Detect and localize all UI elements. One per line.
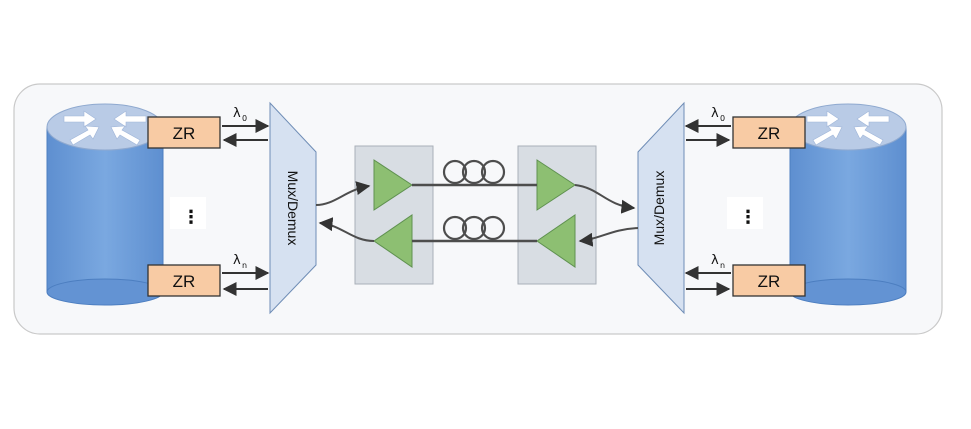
- right-router-icon: [789, 103, 907, 306]
- right-zr-top: ZR: [732, 116, 806, 149]
- arrow-left-mux-to-amp: [315, 181, 371, 206]
- lambda-subscript: n: [720, 261, 725, 270]
- left-zr-top: ZR: [147, 116, 221, 149]
- left-ellipsis-bg: [170, 197, 206, 229]
- fiber-spool-icon: [442, 159, 506, 185]
- right-amplifier-box: [517, 145, 597, 285]
- left-ellipsis: ⋮: [182, 207, 200, 228]
- amplifier-icon: [536, 214, 576, 268]
- amplifier-icon: [373, 159, 413, 211]
- lambda-label: λ: [711, 106, 719, 121]
- left-amplifier-box: [354, 145, 434, 285]
- right-ellipsis-bg: [727, 197, 763, 229]
- fiber-spool-icon: [442, 215, 506, 241]
- arrow-amp-to-right-mux: [574, 184, 636, 214]
- right-mux-demux: Mux/Demux: [637, 101, 685, 315]
- lambda-label: λ: [233, 253, 241, 268]
- zr-label: ZR: [173, 124, 196, 143]
- lambda-label: λ: [233, 106, 241, 121]
- lambda-subscript: 0: [720, 114, 725, 123]
- lambda-label: λ: [711, 253, 719, 268]
- left-zr-bottom: ZR: [147, 264, 221, 297]
- left-router-icon: [46, 103, 164, 306]
- right-zr-bottom: ZR: [732, 264, 806, 297]
- mux-label: Mux/Demux: [651, 171, 667, 246]
- arrow-right-mux-to-amp: [578, 227, 639, 247]
- lambda-subscript: n: [242, 261, 247, 270]
- background-panel: [13, 83, 943, 335]
- arrow-amp-to-left-mux: [318, 217, 375, 242]
- zr-label: ZR: [758, 124, 781, 143]
- left-mux-demux: Mux/Demux: [269, 101, 317, 315]
- mux-label: Mux/Demux: [285, 171, 301, 246]
- right-ellipsis: ⋮: [739, 207, 757, 228]
- zr-label: ZR: [173, 272, 196, 291]
- zr-label: ZR: [758, 272, 781, 291]
- lambda-subscript: 0: [242, 114, 247, 123]
